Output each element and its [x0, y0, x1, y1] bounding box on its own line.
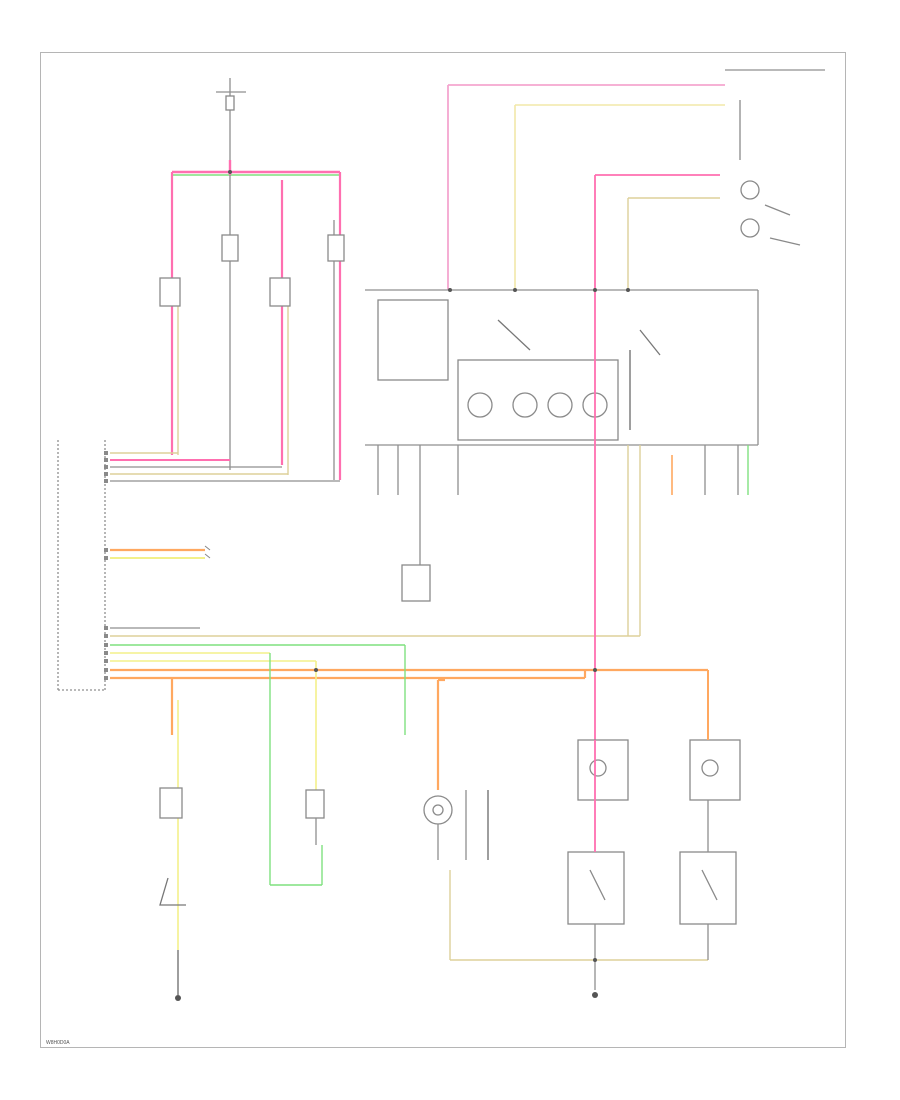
left-switch-boxes: [159, 234, 345, 307]
left-lamp-branches: [170, 172, 342, 480]
vanity-mirror-lamps: [567, 739, 741, 925]
central-connector: [57, 440, 106, 691]
connector-pins: [104, 451, 108, 680]
right-feed-wires: [447, 69, 825, 290]
connector-bus-bottom: [110, 627, 708, 680]
fuse-feed: [216, 78, 246, 165]
pink-feed-bus: [172, 160, 340, 176]
vanity-wires: [592, 670, 709, 998]
license-lamp-circuit: [423, 678, 708, 961]
green-wire-run: [269, 645, 406, 886]
center-lamp-circuit: [305, 661, 325, 845]
connector-bus-top: [110, 452, 340, 482]
glove-box-circuit: [159, 678, 186, 1001]
module-drops: [377, 290, 749, 740]
side-lamp-wires: [110, 545, 211, 559]
module-box: [365, 289, 759, 446]
splice-dots: [228, 170, 630, 962]
figure-code: W8H0D0A: [46, 1040, 70, 1046]
rear-defog-switch: [739, 100, 801, 246]
